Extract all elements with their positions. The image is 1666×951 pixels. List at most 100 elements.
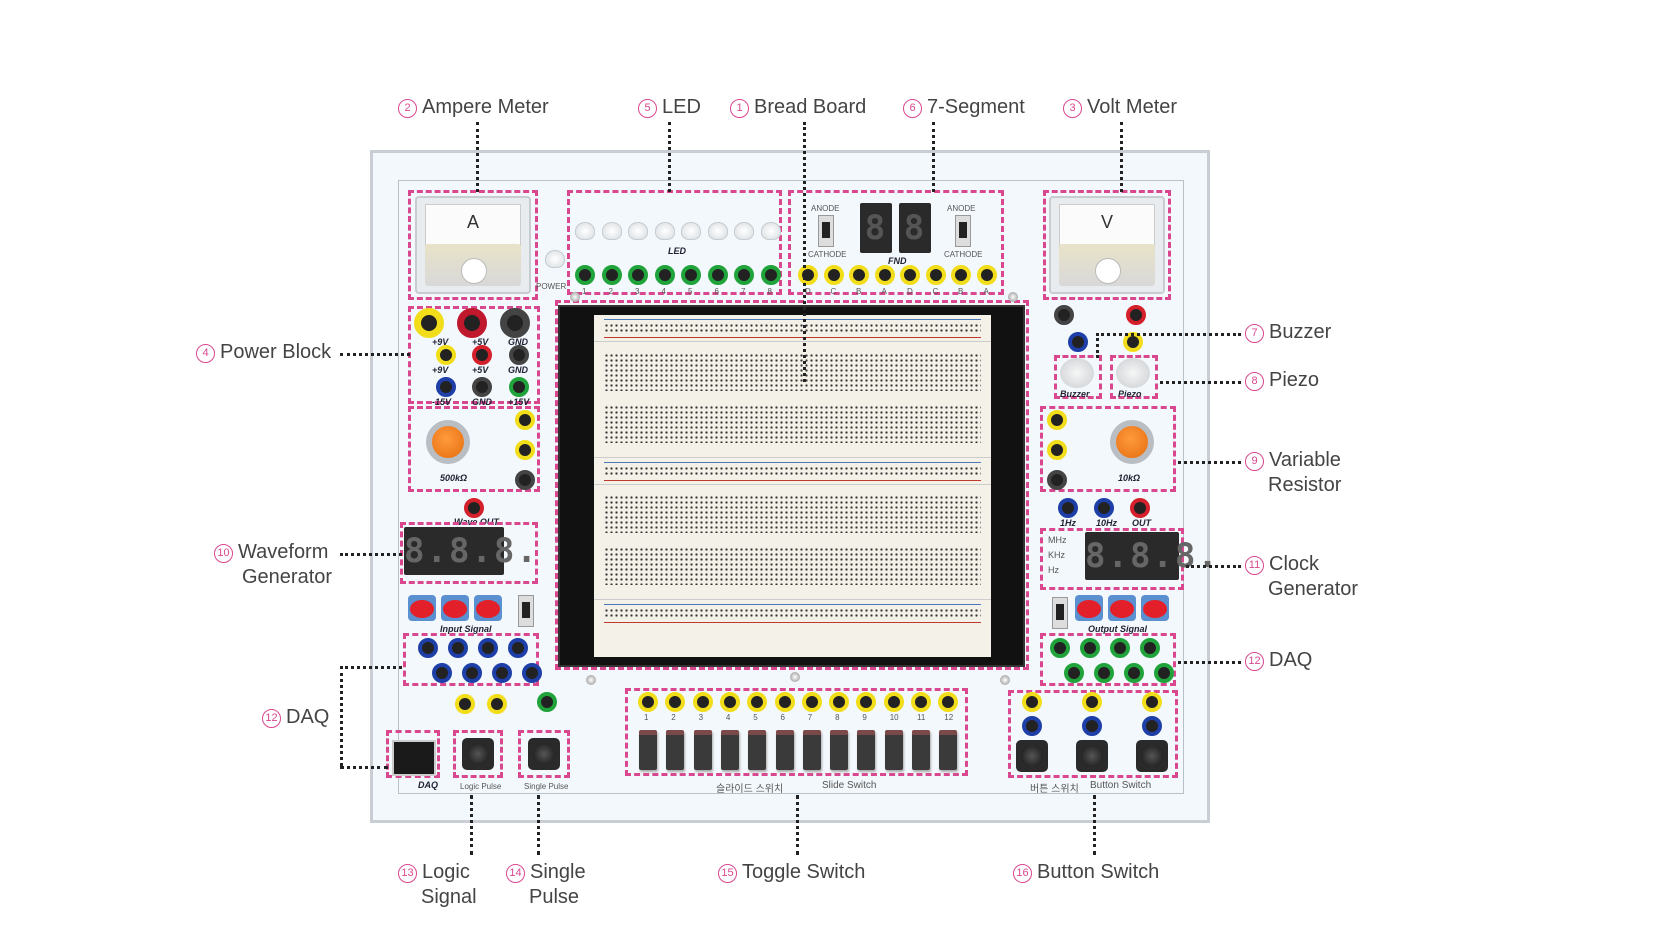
slide-switch-9[interactable] (857, 730, 876, 770)
led-jack-7[interactable] (734, 265, 754, 285)
vr-left-jack-2[interactable] (515, 440, 535, 460)
daq-usb-port[interactable] (392, 740, 436, 776)
slide-switch-6[interactable] (775, 730, 794, 770)
slide-switch-5[interactable] (748, 730, 767, 770)
input-signal-jack-5[interactable] (478, 638, 498, 658)
button-led-jack-3[interactable] (1142, 716, 1162, 736)
variable-resistor-knob-left[interactable] (426, 420, 470, 464)
power-post-5v[interactable] (457, 308, 487, 338)
input-signal-jack-7[interactable] (508, 638, 528, 658)
led-jack-5[interactable] (681, 265, 701, 285)
anode-cathode-switch-left[interactable] (818, 215, 834, 247)
waveform-knob-3[interactable] (474, 595, 502, 621)
clock-knob-1[interactable] (1075, 595, 1103, 621)
clock-knob-3[interactable] (1141, 595, 1169, 621)
output-signal-jack-3[interactable] (1110, 638, 1130, 658)
slide-switch-11[interactable] (912, 730, 930, 770)
jack-9v[interactable] (436, 345, 456, 365)
slide-jack-7[interactable] (801, 692, 822, 712)
slide-jack-5[interactable] (747, 692, 768, 712)
wave-out-jack[interactable] (464, 498, 484, 518)
slide-switch-10[interactable] (884, 730, 903, 770)
vr-left-jack-3[interactable] (515, 470, 535, 490)
slide-switch-12[interactable] (939, 730, 958, 770)
anode-cathode-switch-right[interactable] (955, 215, 971, 247)
fnd-jack-a[interactable] (874, 265, 895, 285)
logic-jack-1[interactable] (455, 694, 475, 714)
clock-knob-2[interactable] (1108, 595, 1136, 621)
logic-pulse-button[interactable] (462, 738, 494, 770)
input-signal-jack-8[interactable] (522, 663, 542, 683)
output-signal-jack-7[interactable] (1124, 663, 1144, 683)
vr-left-jack-1[interactable] (515, 410, 535, 430)
slide-switch-3[interactable] (693, 730, 712, 770)
fnd-jack-b[interactable] (951, 265, 971, 285)
slide-switch-1[interactable] (639, 730, 657, 770)
buzzer-jack[interactable] (1068, 332, 1088, 352)
led-jack-3[interactable] (628, 265, 648, 285)
output-signal-jack-1[interactable] (1050, 638, 1070, 658)
logic-jack-2[interactable] (487, 694, 507, 714)
slide-jack-2[interactable] (665, 692, 686, 712)
clock-1hz-jack[interactable] (1058, 498, 1078, 518)
led-jack-4[interactable] (654, 265, 675, 285)
vr-right-jack-3[interactable] (1047, 470, 1067, 490)
power-post-gnd[interactable] (500, 308, 530, 338)
button-led-jack-1[interactable] (1022, 716, 1042, 736)
slide-jack-8[interactable] (829, 692, 850, 712)
jack-gnd-2[interactable] (472, 377, 492, 397)
input-signal-jack-1[interactable] (418, 638, 438, 658)
waveform-toggle[interactable] (518, 595, 534, 627)
slide-jack-3[interactable] (692, 692, 713, 712)
output-signal-jack-2[interactable] (1080, 638, 1100, 658)
clock-10hz-jack[interactable] (1094, 498, 1114, 518)
single-pulse-jack[interactable] (537, 692, 557, 712)
slide-jack-9[interactable] (856, 692, 877, 712)
slide-jack-6[interactable] (774, 692, 795, 712)
slide-switch-4[interactable] (720, 730, 739, 770)
fnd-jack-c[interactable] (925, 265, 946, 285)
button-switch-3[interactable] (1136, 740, 1168, 772)
slide-jack-12[interactable] (938, 692, 959, 712)
slide-jack-1[interactable] (638, 692, 658, 712)
fnd-jack-d[interactable] (798, 265, 818, 285)
jack-5v[interactable] (472, 345, 492, 365)
button-led-jack-2[interactable] (1082, 716, 1102, 736)
slide-switch-8[interactable] (830, 730, 849, 770)
variable-resistor-knob-right[interactable] (1110, 420, 1154, 464)
breadboard[interactable] (558, 305, 1025, 667)
fnd-jack-d[interactable] (900, 265, 920, 285)
input-signal-jack-4[interactable] (462, 663, 482, 683)
volt-plus-jack[interactable] (1126, 305, 1146, 325)
vr-right-jack-1[interactable] (1047, 410, 1067, 430)
jack-minus15v[interactable] (436, 377, 456, 397)
jack-gnd[interactable] (509, 345, 529, 365)
led-jack-2[interactable] (601, 265, 622, 285)
output-signal-jack-4[interactable] (1140, 638, 1160, 658)
output-signal-jack-6[interactable] (1094, 663, 1114, 683)
volt-minus-jack[interactable] (1054, 305, 1074, 325)
slide-jack-4[interactable] (719, 692, 740, 712)
power-post-9v[interactable] (414, 308, 444, 338)
button-switch-2[interactable] (1076, 740, 1108, 772)
waveform-knob-1[interactable] (408, 595, 436, 621)
led-jack-6[interactable] (707, 265, 728, 285)
input-signal-jack-3[interactable] (448, 638, 468, 658)
fnd-jack-b[interactable] (849, 265, 869, 285)
fnd-jack-a[interactable] (976, 265, 997, 285)
slide-jack-11[interactable] (911, 692, 931, 712)
slide-switch-2[interactable] (666, 730, 685, 770)
button-jack-2[interactable] (1082, 692, 1102, 712)
single-pulse-button[interactable] (528, 738, 560, 770)
input-signal-jack-6[interactable] (492, 663, 512, 683)
clock-out-jack[interactable] (1130, 498, 1150, 518)
output-signal-jack-5[interactable] (1064, 663, 1084, 683)
waveform-knob-2[interactable] (441, 595, 469, 621)
clock-toggle[interactable] (1052, 597, 1068, 629)
led-jack-8[interactable] (760, 265, 781, 285)
slide-switch-7[interactable] (802, 730, 821, 770)
button-jack-3[interactable] (1142, 692, 1162, 712)
vr-right-jack-2[interactable] (1047, 440, 1067, 460)
fnd-jack-c[interactable] (823, 265, 844, 285)
led-jack-1[interactable] (575, 265, 595, 285)
